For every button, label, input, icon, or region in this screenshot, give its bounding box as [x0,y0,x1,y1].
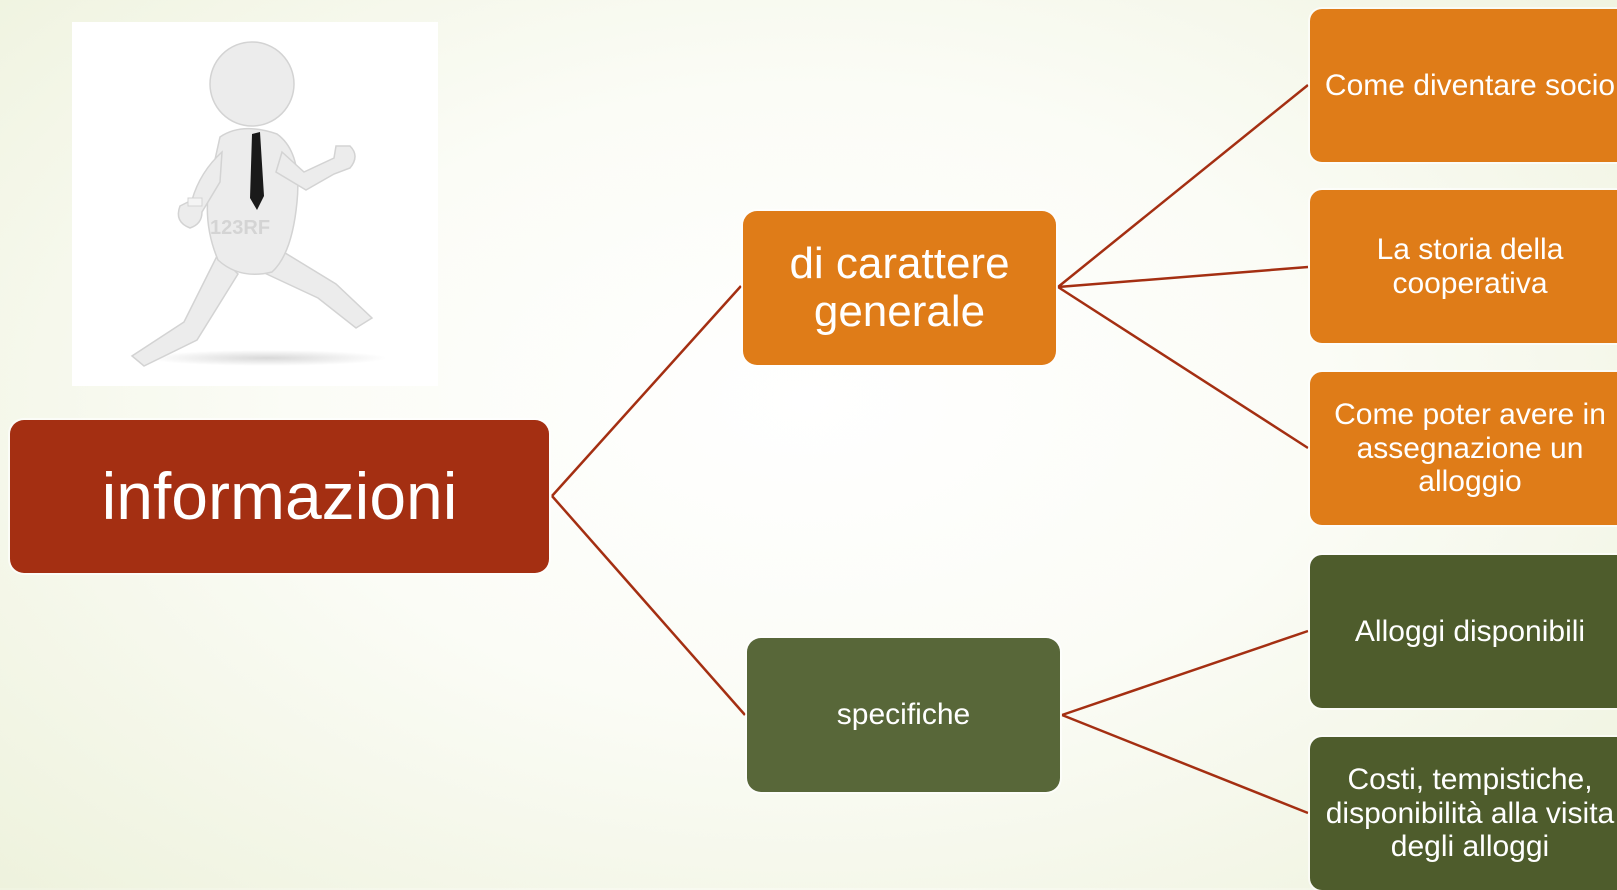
connector-general-leaf-2 [1057,265,1309,289]
connector-specific-leaf-4 [1061,629,1309,717]
leaf-node-alloggi-disponibili: Alloggi disponibili [1310,555,1617,708]
connector-specific-leaf-5 [1061,713,1309,815]
leaf-label: Come diventare socio [1324,68,1616,102]
root-label: informazioni [101,458,458,533]
connector-root-specific [551,495,746,716]
root-node-informazioni: informazioni [10,420,549,573]
leaf-node-storia-cooperativa: La storia della cooperativa [1310,190,1617,343]
leaf-label: La storia della cooperativa [1376,232,1564,300]
connector-general-leaf-1 [1057,84,1309,288]
leaf-node-diventare-socio: Come diventare socio [1310,9,1617,162]
leaf-label: Costi, tempistiche, disponibilità alla v… [1325,763,1615,864]
leaf-label: Come poter avere in assegnazione un allo… [1334,398,1606,499]
branch-node-generale: di carattere generale [743,211,1056,365]
leaf-label: Alloggi disponibili [1354,614,1586,648]
watermark-text: 123RF [210,217,270,239]
running-businessman-image: 123RF [72,22,438,386]
connector-root-general [551,285,742,497]
connector-general-leaf-3 [1057,285,1309,450]
branch-label-generale: di carattere generale [789,239,1010,336]
branch-label-specifiche: specifiche [836,698,971,732]
leaf-node-assegnazione-alloggio: Come poter avere in assegnazione un allo… [1310,372,1617,525]
leaf-node-costi-tempistiche: Costi, tempistiche, disponibilità alla v… [1310,737,1617,890]
branch-node-specifiche: specifiche [747,638,1060,792]
